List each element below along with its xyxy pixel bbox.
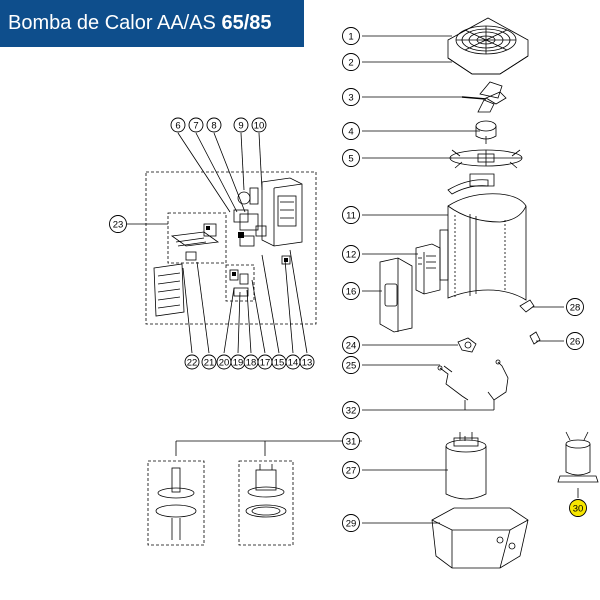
callout-label: 13: [302, 357, 313, 368]
callout-3: 3: [342, 88, 360, 106]
callout-13: 13: [299, 354, 315, 370]
callout-label: 24: [346, 340, 357, 351]
callout-23: 23: [109, 215, 127, 233]
callout-label: 22: [187, 357, 198, 368]
callout-circle: [299, 354, 315, 370]
callout-label: 23: [113, 219, 124, 230]
callout-label: 19: [233, 357, 244, 368]
callout-circle: [342, 514, 360, 532]
callout-circle: [342, 401, 360, 419]
callout-24: 24: [342, 336, 360, 354]
callout-circle: [201, 354, 217, 370]
callout-label: 25: [346, 360, 357, 371]
callout-label: 31: [346, 436, 357, 447]
callout-circle: [342, 282, 360, 300]
callout-circle: [342, 356, 360, 374]
callout-32: 32: [342, 401, 360, 419]
callout-circle: [206, 117, 222, 133]
callout-label: 4: [348, 126, 353, 137]
callout-label: 26: [570, 336, 581, 347]
callout-11: 11: [342, 206, 360, 224]
callout-31: 31: [342, 432, 360, 450]
callout-label: 18: [246, 357, 257, 368]
callout-circle: [109, 215, 127, 233]
callout-label: 12: [346, 249, 357, 260]
callout-circle: [342, 88, 360, 106]
callout-label: 27: [346, 465, 357, 476]
callout-5: 5: [342, 149, 360, 167]
callout-20: 20: [216, 354, 232, 370]
callout-26: 26: [566, 332, 584, 350]
callout-label: 28: [570, 302, 581, 313]
callout-label: 11: [346, 210, 356, 221]
callout-circle: [342, 245, 360, 263]
callout-label: 3: [348, 92, 353, 103]
callout-circle: [184, 354, 200, 370]
callout-9: 9: [233, 117, 249, 133]
callout-28: 28: [566, 298, 584, 316]
callout-14: 14: [285, 354, 301, 370]
callout-circle: [188, 117, 204, 133]
callout-15: 15: [271, 354, 287, 370]
callout-label: 1: [348, 31, 353, 42]
callout-label: 15: [274, 357, 285, 368]
callout-29: 29: [342, 514, 360, 532]
callout-circle: [251, 117, 267, 133]
callout-label: 29: [346, 518, 357, 529]
callout-12: 12: [342, 245, 360, 263]
callout-label: 21: [204, 357, 215, 368]
callout-circle: [569, 499, 587, 517]
callout-21: 21: [201, 354, 217, 370]
callout-circle: [170, 117, 186, 133]
callout-27: 27: [342, 461, 360, 479]
page-title: Bomba de Calor AA/AS 65/85: [0, 0, 304, 47]
callout-label: 30: [573, 503, 584, 514]
callout-label: 16: [346, 286, 357, 297]
callout-label: 32: [346, 405, 357, 416]
callout-label: 10: [254, 120, 265, 131]
callout-circle: [342, 206, 360, 224]
callout-circle: [342, 53, 360, 71]
callout-circle: [233, 117, 249, 133]
callout-circle: [342, 122, 360, 140]
callout-19: 19: [230, 354, 246, 370]
callout-circle: [342, 432, 360, 450]
callout-label: 14: [288, 357, 299, 368]
callout-label: 17: [260, 357, 271, 368]
callout-label: 6: [175, 120, 180, 131]
callout-circle: [342, 149, 360, 167]
callout-25: 25: [342, 356, 360, 374]
callout-4: 4: [342, 122, 360, 140]
callout-circle: [342, 461, 360, 479]
callout-label: 5: [348, 153, 353, 164]
callout-label: 7: [193, 120, 198, 131]
callout-7: 7: [188, 117, 204, 133]
callout-label: 2: [348, 57, 353, 68]
callout-circle: [342, 27, 360, 45]
title-text: Bomba de Calor AA/AS: [8, 12, 222, 34]
callout-10: 10: [251, 117, 267, 133]
callout-2: 2: [342, 53, 360, 71]
callout-22: 22: [184, 354, 200, 370]
model-number: 65/85: [221, 12, 272, 34]
callout-6: 6: [170, 117, 186, 133]
callout-16: 16: [342, 282, 360, 300]
callout-label: 9: [238, 120, 243, 131]
callout-label: 8: [211, 120, 216, 131]
callout-circle: [342, 336, 360, 354]
callout-8: 8: [206, 117, 222, 133]
callout-circle: [566, 298, 584, 316]
callout-18: 18: [243, 354, 259, 370]
callout-1: 1: [342, 27, 360, 45]
callout-17: 17: [257, 354, 273, 370]
callout-label: 20: [219, 357, 230, 368]
callout-30: 30: [569, 499, 587, 517]
callout-circle: [566, 332, 584, 350]
